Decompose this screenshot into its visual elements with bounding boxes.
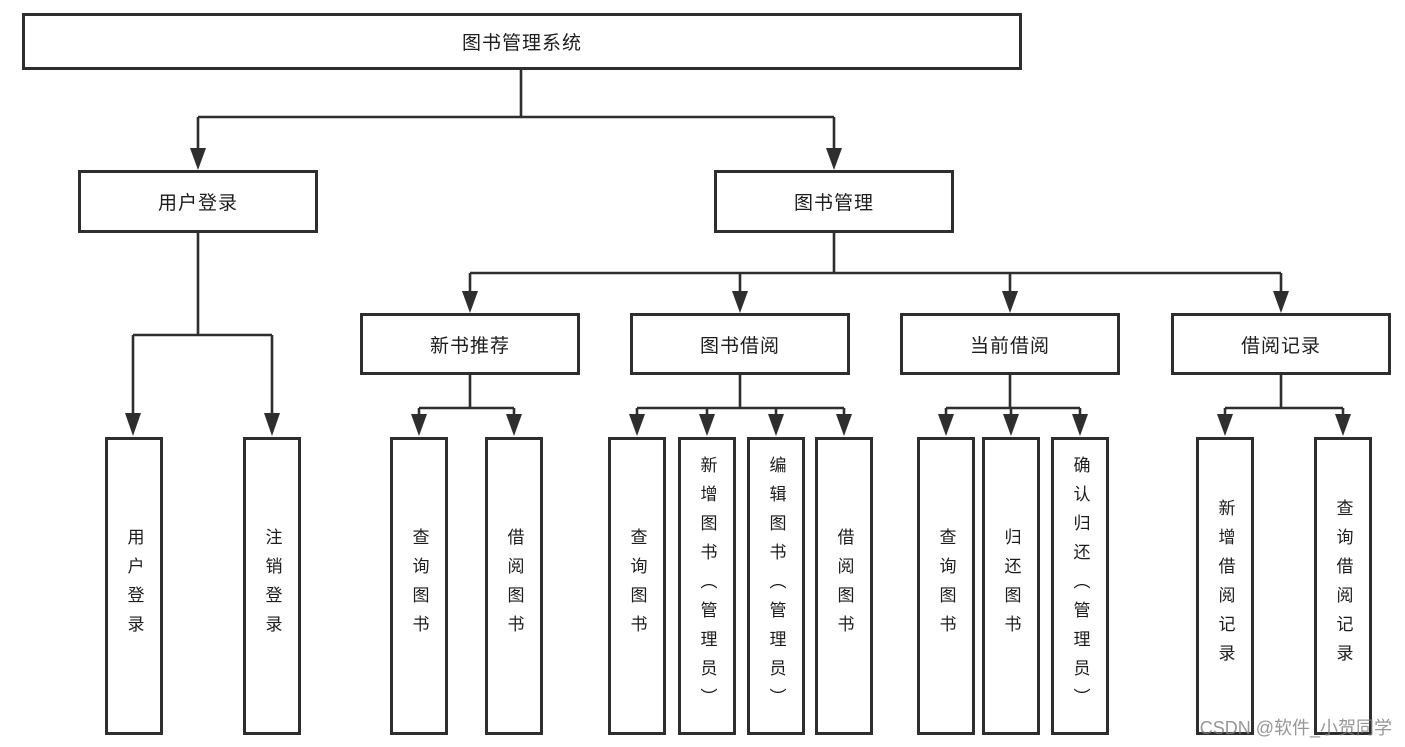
node-current-borrow: 当前借阅 bbox=[900, 313, 1120, 375]
leaf-add-books-admin: 新增图书（管理员） bbox=[678, 437, 736, 735]
csdn-watermark: CSDN @软件_小贺同学 bbox=[1199, 718, 1392, 738]
leaf-query-borrow-record: 查询借阅记录 bbox=[1314, 437, 1372, 735]
leaf-borrow-books-recommend: 借阅图书 bbox=[485, 437, 543, 735]
leaf-return-books: 归还图书 bbox=[982, 437, 1040, 735]
node-user-login: 用户登录 bbox=[78, 170, 318, 233]
leaf-confirm-return-admin: 确认归还（管理员） bbox=[1051, 437, 1109, 735]
leaf-query-books-borrow: 查询图书 bbox=[608, 437, 666, 735]
leaf-user-login: 用户登录 bbox=[105, 437, 163, 735]
leaf-logout: 注销登录 bbox=[243, 437, 301, 735]
arrowheads bbox=[125, 148, 1351, 436]
leaf-query-books-current: 查询图书 bbox=[917, 437, 975, 735]
leaf-query-books-recommend: 查询图书 bbox=[390, 437, 448, 735]
leaf-borrow-books: 借阅图书 bbox=[815, 437, 873, 735]
node-borrow-record: 借阅记录 bbox=[1171, 313, 1391, 375]
node-book-management: 图书管理 bbox=[714, 170, 954, 233]
leaf-edit-books-admin: 编辑图书（管理员） bbox=[747, 437, 805, 735]
node-book-borrow: 图书借阅 bbox=[630, 313, 850, 375]
node-new-book-recommend: 新书推荐 bbox=[360, 313, 580, 375]
root-node-library-system: 图书管理系统 bbox=[22, 13, 1022, 70]
leaf-add-borrow-record: 新增借阅记录 bbox=[1196, 437, 1254, 735]
